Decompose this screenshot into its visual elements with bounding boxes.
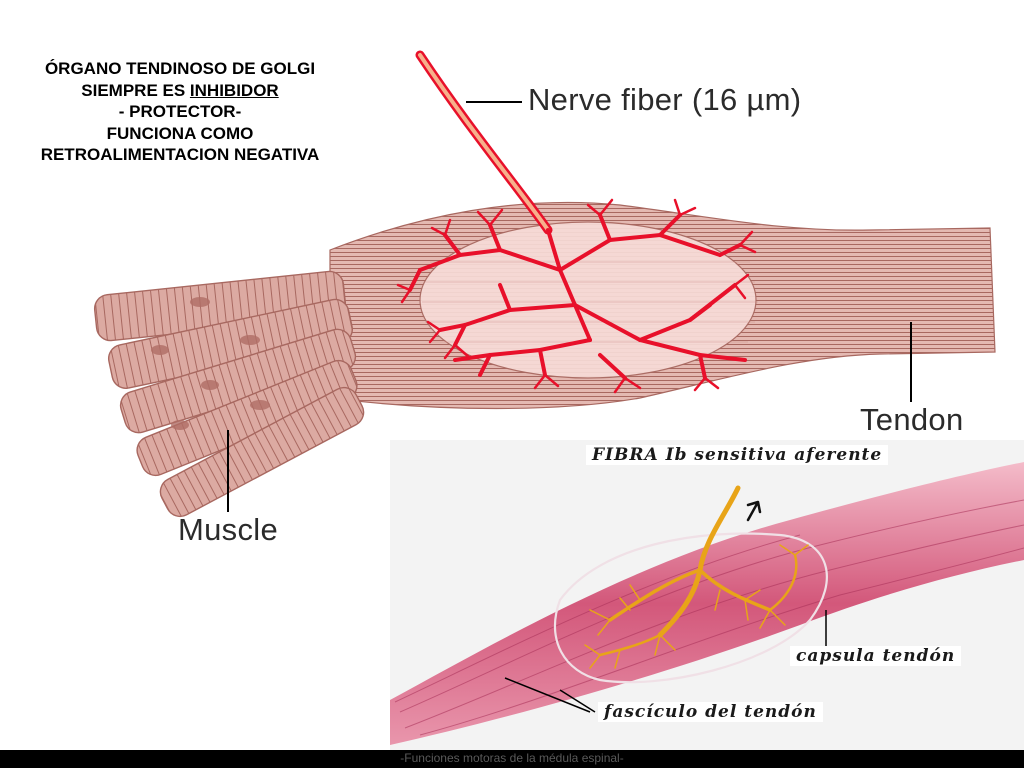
tendon-fascicle — [390, 462, 1024, 745]
bottom-diagram — [390, 440, 1024, 750]
nerve-fiber-label: Nerve fiber (16 µm) — [528, 82, 802, 117]
fascicle-leader-line — [504, 677, 596, 713]
footer-bar — [0, 750, 1024, 768]
capsule-tendon-label: capsula tendón — [790, 646, 962, 666]
tendon-label: Tendon — [860, 402, 964, 437]
fiber-ib-label: FIBRA Ib sensitiva aferente — [586, 445, 889, 465]
title-line-2-prefix: SIEMPRE ES — [81, 80, 190, 100]
title-line-3: - PROTECTOR- — [118, 102, 242, 121]
title-line-5: RETROALIMENTACION NEGATIVA — [40, 145, 320, 164]
slide-title-block: ÓRGANO TENDINOSO DE GOLGI SIEMPRE ES INH… — [6, 58, 354, 166]
afferent-arrow-icon — [746, 500, 762, 522]
capsule — [419, 221, 757, 379]
muscle-fiber — [159, 386, 365, 518]
ib-afferent-fiber — [584, 485, 809, 669]
title-inhibitor-word: INHIBIDOR — [189, 80, 279, 100]
title-line-4: FUNCIONA COMO — [106, 123, 254, 143]
title-line-2: SIEMPRE ES INHIBIDOR — [6, 80, 354, 102]
muscle-label: Muscle — [178, 512, 278, 547]
footer-caption: -Funciones motoras de la médula espinal- — [400, 751, 624, 765]
title-line-1: ÓRGANO TENDINOSO DE GOLGI — [44, 59, 316, 78]
fascicle-label: fascículo del tendón — [598, 702, 823, 722]
muscle-fibers — [93, 270, 365, 518]
tendon-capsule — [554, 532, 828, 684]
nerve-fiber — [396, 50, 757, 394]
top-diagram — [93, 50, 996, 518]
